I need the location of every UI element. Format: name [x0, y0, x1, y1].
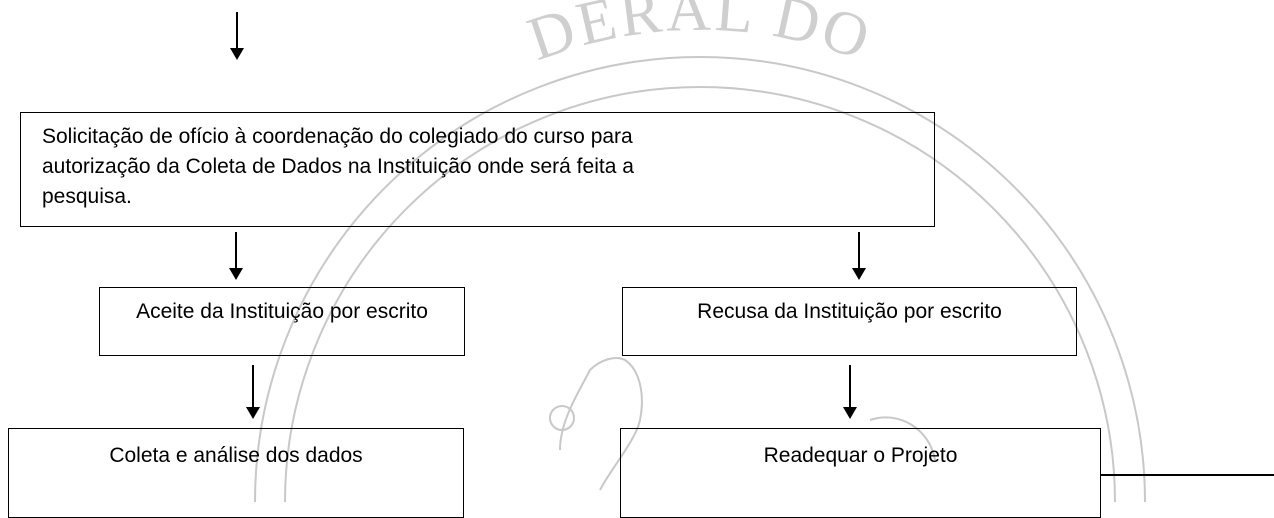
arrow-down-to-accept [226, 232, 246, 280]
arrow-down-top [227, 12, 247, 60]
request-line-3: pesquisa. [42, 185, 132, 208]
connector-line-right [1100, 474, 1274, 476]
data-collection-label: Coleta e análise dos dados [109, 444, 363, 467]
arrow-down-to-readjust [840, 365, 860, 419]
acceptance-label: Aceite da Instituição por escrito [136, 300, 428, 323]
institution-seal-watermark: DERAL DO [254, 0, 1146, 502]
watermark-text: DERAL DO [520, 0, 877, 74]
readjust-project-label: Readequar o Projeto [763, 444, 958, 467]
request-authorization-box: Solicitação de ofício à coordenação do c… [20, 112, 935, 227]
request-line-1: Solicitação de ofício à coordenação do c… [42, 125, 633, 148]
request-line-2: autorização da Coleta de Dados na Instit… [42, 155, 634, 178]
arrow-down-to-collect [243, 365, 263, 419]
refusal-label: Recusa da Instituição por escrito [697, 300, 1002, 323]
readjust-project-box: Readequar o Projeto [620, 428, 1101, 518]
arrow-down-to-refuse [849, 232, 869, 280]
svg-text:DERAL DO: DERAL DO [520, 0, 880, 74]
data-collection-box: Coleta e análise dos dados [8, 428, 464, 518]
refusal-box: Recusa da Instituição por escrito [622, 287, 1077, 356]
acceptance-box: Aceite da Instituição por escrito [99, 287, 465, 356]
